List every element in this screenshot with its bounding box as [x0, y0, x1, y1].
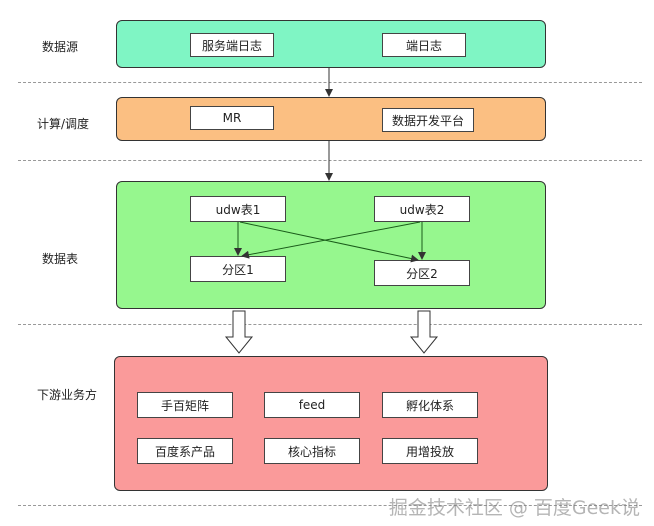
node-growth-ads: 用增投放 [382, 438, 478, 464]
source-panel [116, 20, 546, 68]
layer-divider [18, 160, 642, 161]
arrow-udw2-to-partition1 [241, 221, 421, 259]
node-partition-2: 分区2 [374, 260, 470, 286]
node-shoubai-matrix: 手百矩阵 [137, 392, 233, 418]
node-server-log: 服务端日志 [190, 33, 274, 57]
watermark: 掘金技术社区 @ 百度Geek说 [388, 497, 640, 519]
hollow-arrow-right [409, 310, 439, 354]
arrow-udw1-to-partition2 [239, 221, 419, 263]
layer-label-source: 数据源 [42, 40, 79, 54]
node-udw-table-1: udw表1 [190, 196, 286, 222]
layer-label-downstream: 下游业务方 [37, 388, 98, 402]
downstream-panel [114, 356, 548, 491]
node-mr: MR [190, 106, 274, 130]
compute-panel [116, 97, 546, 141]
hollow-arrow-left [224, 310, 254, 354]
node-partition-1: 分区1 [190, 256, 286, 282]
layer-label-compute: 计算/调度 [37, 117, 90, 131]
layer-divider [18, 82, 642, 83]
node-incubation: 孵化体系 [382, 392, 478, 418]
node-core-metrics: 核心指标 [264, 438, 360, 464]
layer-label-tables: 数据表 [42, 252, 79, 266]
node-udw-table-2: udw表2 [374, 196, 470, 222]
tables-panel [116, 181, 546, 309]
node-feed: feed [264, 392, 360, 418]
node-client-log: 端日志 [382, 33, 466, 57]
layer-divider [18, 324, 642, 325]
layer-divider [18, 505, 642, 506]
node-baidu-products: 百度系产品 [137, 438, 233, 464]
node-dev-platform: 数据开发平台 [382, 108, 474, 132]
